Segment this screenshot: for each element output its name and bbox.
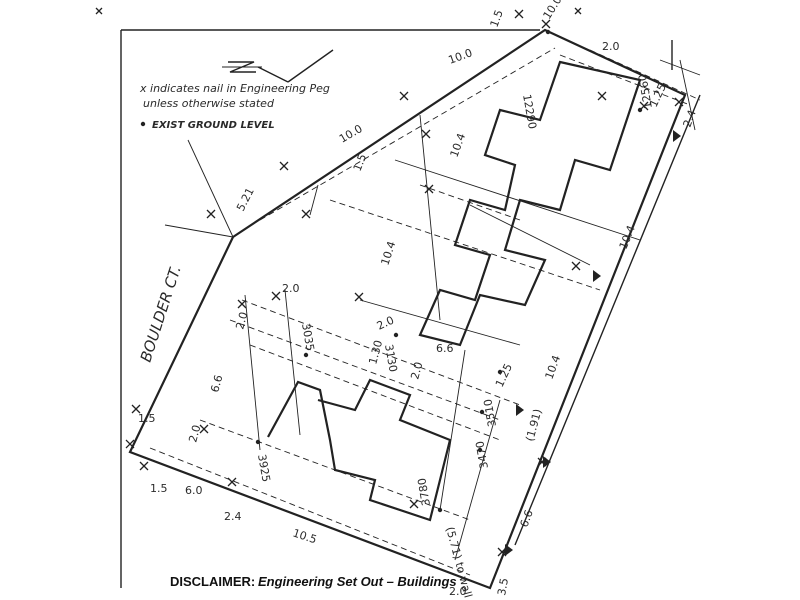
dim-label: 2.4	[681, 108, 699, 129]
right-dimension-chain	[514, 59, 701, 546]
dim-label: 2.4	[224, 510, 242, 523]
lot-boundary	[128, 28, 687, 590]
building-upper	[418, 60, 642, 347]
dim-label: 5.21	[234, 186, 257, 214]
dimension-arrowheads	[505, 130, 681, 556]
peg-icon	[237, 299, 247, 309]
dim-label: 10.4	[448, 132, 469, 159]
peg-icon	[139, 461, 149, 471]
dim-label: 2.0	[408, 361, 425, 381]
peg-icon	[271, 291, 281, 301]
level-label: 3780	[415, 477, 433, 507]
level-label: 12290	[520, 93, 539, 130]
peg-icon	[514, 9, 524, 19]
engineering-pegs	[95, 7, 684, 557]
dim-label: 1.25	[493, 362, 515, 390]
peg-icon	[279, 161, 289, 171]
dim-label: 2.0	[186, 424, 203, 444]
dim-label: 1.5	[138, 412, 156, 425]
peg-icon	[541, 19, 551, 29]
legend: x indicates nail in Engineering Peg unle…	[139, 82, 330, 131]
peg-icon	[301, 209, 311, 219]
dim-label: 10.0	[447, 46, 474, 67]
peg-icon	[424, 184, 434, 194]
level-label: 12560	[636, 73, 655, 110]
ground-level-points	[255, 29, 643, 513]
dim-label: 10.0	[337, 122, 365, 146]
peg-icon	[571, 261, 581, 271]
dim-label: 1.5	[488, 8, 506, 29]
peg-icon	[199, 424, 209, 434]
peg-icon	[674, 97, 684, 107]
dim-label: 6.6	[436, 342, 454, 355]
north-arrow-icon	[222, 49, 334, 83]
building-lower	[267, 378, 452, 522]
dim-label: 10.5	[291, 526, 318, 546]
level-label: 3925	[255, 453, 273, 483]
peg-icon	[125, 439, 135, 449]
dim-label: 10.4	[617, 224, 638, 252]
survey-cross-lines	[244, 114, 641, 561]
level-label: 3470	[473, 440, 491, 470]
peg-icon	[206, 209, 216, 219]
peg-icon	[421, 129, 431, 139]
peg-icon	[409, 499, 419, 509]
level-label: 3510	[481, 398, 499, 428]
dim-label: 3.5	[495, 577, 511, 596]
dim-label: (1.91)	[523, 407, 544, 442]
disclaimer-label: DISCLAIMER:	[170, 574, 255, 589]
peg-icon	[227, 477, 237, 487]
legend-line-3: EXIST GROUND LEVEL	[152, 120, 275, 131]
peg-icon	[95, 7, 103, 15]
dim-label: 1.5	[351, 152, 370, 173]
level-label: 3130	[382, 343, 400, 373]
dim-label: 1.5	[150, 482, 168, 495]
dim-label: 10.4	[378, 240, 398, 267]
peg-icon	[497, 547, 507, 557]
ground-level-dot-icon	[140, 121, 146, 127]
legend-line-1: x indicates nail in Engineering Peg	[139, 82, 330, 95]
dim-label: 1.30	[366, 339, 385, 366]
peg-icon	[399, 91, 409, 101]
dim-label: 6.6	[208, 374, 225, 394]
disclaimer: DISCLAIMER: Engineering Set Out – Buildi…	[170, 574, 457, 589]
dim-label: 2.0	[233, 311, 250, 331]
level-labels: 12290 12560 3035 3130 3925 3780 3470 351…	[255, 73, 655, 507]
dim-label: 10.4	[543, 354, 564, 381]
peg-icon	[597, 91, 607, 101]
dim-label: 2.0	[602, 40, 620, 53]
dim-label: 6.0	[185, 484, 203, 497]
drawing-frame	[120, 29, 673, 588]
dim-label: 2.0	[375, 314, 396, 333]
peg-icon	[131, 404, 141, 414]
street-name-label: BOULDER CT.	[137, 263, 185, 364]
level-label: 3035	[299, 322, 317, 352]
dim-label: 2.0	[449, 585, 467, 598]
dim-label: 6.6	[518, 508, 536, 529]
peg-icon	[574, 7, 582, 15]
dim-label: 2.0	[282, 282, 300, 295]
disclaimer-text: Engineering Set Out – Buildings	[258, 574, 457, 589]
legend-line-2: unless otherwise stated	[143, 97, 275, 110]
dim-label: 10.0	[541, 0, 565, 22]
peg-icon	[354, 292, 364, 302]
